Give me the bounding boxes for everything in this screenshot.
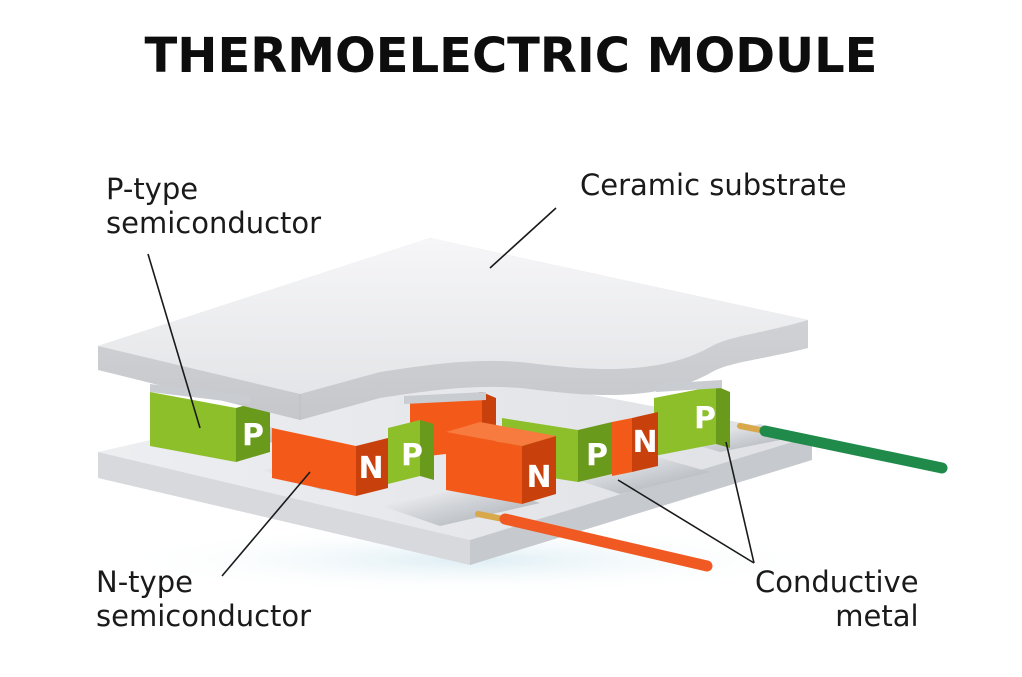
ceramic-substrate-label: Ceramic substrate	[580, 168, 847, 202]
top-metal-strip	[404, 392, 486, 404]
ptype-leader-line	[147, 253, 201, 429]
p-type-block-middle: P	[388, 420, 434, 484]
ntype-leader-line	[221, 471, 311, 577]
metal-pad	[560, 455, 710, 494]
conductive-metal-label-line1: Conductive	[755, 565, 919, 599]
p-type-block-back-right: P	[654, 386, 730, 456]
green-wire	[759, 425, 948, 474]
p-type-label-line2: semiconductor	[106, 206, 322, 240]
block-letter-p: P	[401, 438, 423, 473]
p-type-label: P-type semiconductor	[106, 172, 321, 240]
conductive-metal-label-line2: metal	[835, 599, 919, 633]
block-letter-p: P	[694, 401, 716, 436]
leader-lines	[147, 207, 755, 577]
block-letter-n: N	[526, 460, 551, 495]
n-type-block-front: N	[446, 422, 556, 504]
n-type-label-line2: semiconductor	[96, 599, 312, 633]
top-ceramic-plate	[98, 238, 808, 420]
diagram-title: THERMOELECTRIC MODULE	[144, 28, 878, 84]
n-type-block-right: N	[612, 412, 658, 476]
orange-wire	[499, 513, 713, 572]
wires	[475, 423, 948, 572]
block-letter-p: P	[242, 418, 264, 453]
top-metal-strip	[656, 380, 722, 392]
block-letter-n: N	[632, 425, 657, 460]
conductive-leader-line-b	[725, 441, 755, 564]
n-type-label: N-type semiconductor	[96, 565, 311, 633]
n-type-block-middle: N	[272, 428, 388, 496]
top-metal-strip	[150, 384, 250, 404]
p-type-label-line1: P-type	[106, 172, 199, 206]
block-letter-p: P	[586, 438, 608, 473]
n-type-label-line1: N-type	[96, 565, 193, 599]
block-letter-n: N	[358, 451, 383, 486]
p-type-block-left: P	[150, 392, 270, 462]
conductive-leader-line-a	[617, 479, 755, 564]
conductive-metal-label: Conductive metal	[755, 565, 919, 633]
ceramic-leader-line	[489, 207, 557, 269]
